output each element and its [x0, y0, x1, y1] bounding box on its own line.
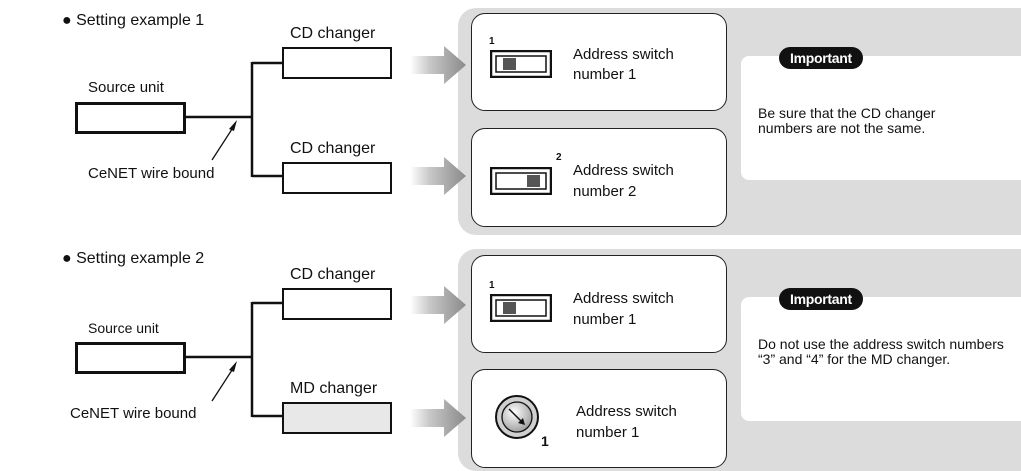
- example2-address-switch-bottom-box: 1 Address switch number 1: [471, 369, 727, 468]
- slide-switch-icon: [490, 50, 552, 78]
- switch-label-line1: Address switch: [573, 290, 674, 307]
- arrow-right-icon: [410, 286, 466, 324]
- example1-cd-changer-top: [282, 47, 392, 79]
- example1-address-switch-bottom-box: 2 Address switch number 2: [471, 128, 727, 227]
- slide-switch-icon: [490, 294, 552, 322]
- important-text: Be sure that the CD changer numbers are …: [758, 105, 936, 136]
- switch-label-line2: number 1: [576, 424, 640, 441]
- switch-position-mark: 1: [489, 36, 495, 47]
- important-badge: Important: [779, 47, 863, 69]
- example2-wire-label: CeNET wire bound: [70, 405, 197, 422]
- example2-changer-bottom-label: MD changer: [290, 380, 378, 397]
- switch-label-line1: Address switch: [573, 162, 674, 179]
- example1-important-note: Important Be sure that the CD changer nu…: [741, 47, 1021, 180]
- slide-switch-icon: [490, 167, 552, 195]
- example1-wire-label: CeNET wire bound: [88, 165, 215, 182]
- example2-important-note: Important Do not use the address switch …: [741, 288, 1021, 421]
- switch-position-mark: 1: [541, 433, 549, 449]
- switch-label-line2: number 1: [573, 66, 637, 83]
- arrow-right-icon: [410, 46, 466, 84]
- example1-source-unit-box: [75, 102, 186, 134]
- example2-wiring-diagram: [186, 301, 282, 418]
- example2-address-switch-top-box: 1 Address switch number 1: [471, 255, 727, 353]
- example2-heading: ● Setting example 2: [62, 250, 205, 267]
- example2-changer-top-label: CD changer: [290, 266, 376, 283]
- arrow-right-icon: [410, 157, 466, 195]
- example1-wiring-diagram: [186, 61, 282, 178]
- example1-heading: ● Setting example 1: [62, 12, 205, 29]
- example1-source-unit-label: Source unit: [88, 79, 164, 96]
- switch-label-line1: Address switch: [576, 403, 677, 420]
- switch-label-line1: Address switch: [573, 46, 674, 63]
- example2-md-changer: [282, 402, 392, 434]
- switch-position-mark: 1: [489, 280, 495, 291]
- example2-source-unit-box: [75, 342, 186, 374]
- switch-label-line2: number 2: [573, 183, 637, 200]
- example1-changer-bottom-label: CD changer: [290, 140, 376, 157]
- example1-cd-changer-bottom: [282, 162, 392, 194]
- example2-source-unit-label: Source unit: [88, 320, 159, 336]
- example2-cd-changer: [282, 288, 392, 320]
- important-text: Do not use the address switch numbers “3…: [758, 336, 1004, 367]
- example1-changer-top-label: CD changer: [290, 25, 376, 42]
- switch-label-line2: number 1: [573, 311, 637, 328]
- important-badge: Important: [779, 288, 863, 310]
- switch-position-mark: 2: [556, 152, 562, 163]
- rotary-switch-icon: [495, 395, 539, 439]
- arrow-right-icon: [410, 399, 466, 437]
- example1-address-switch-top-box: 1 Address switch number 1: [471, 13, 727, 111]
